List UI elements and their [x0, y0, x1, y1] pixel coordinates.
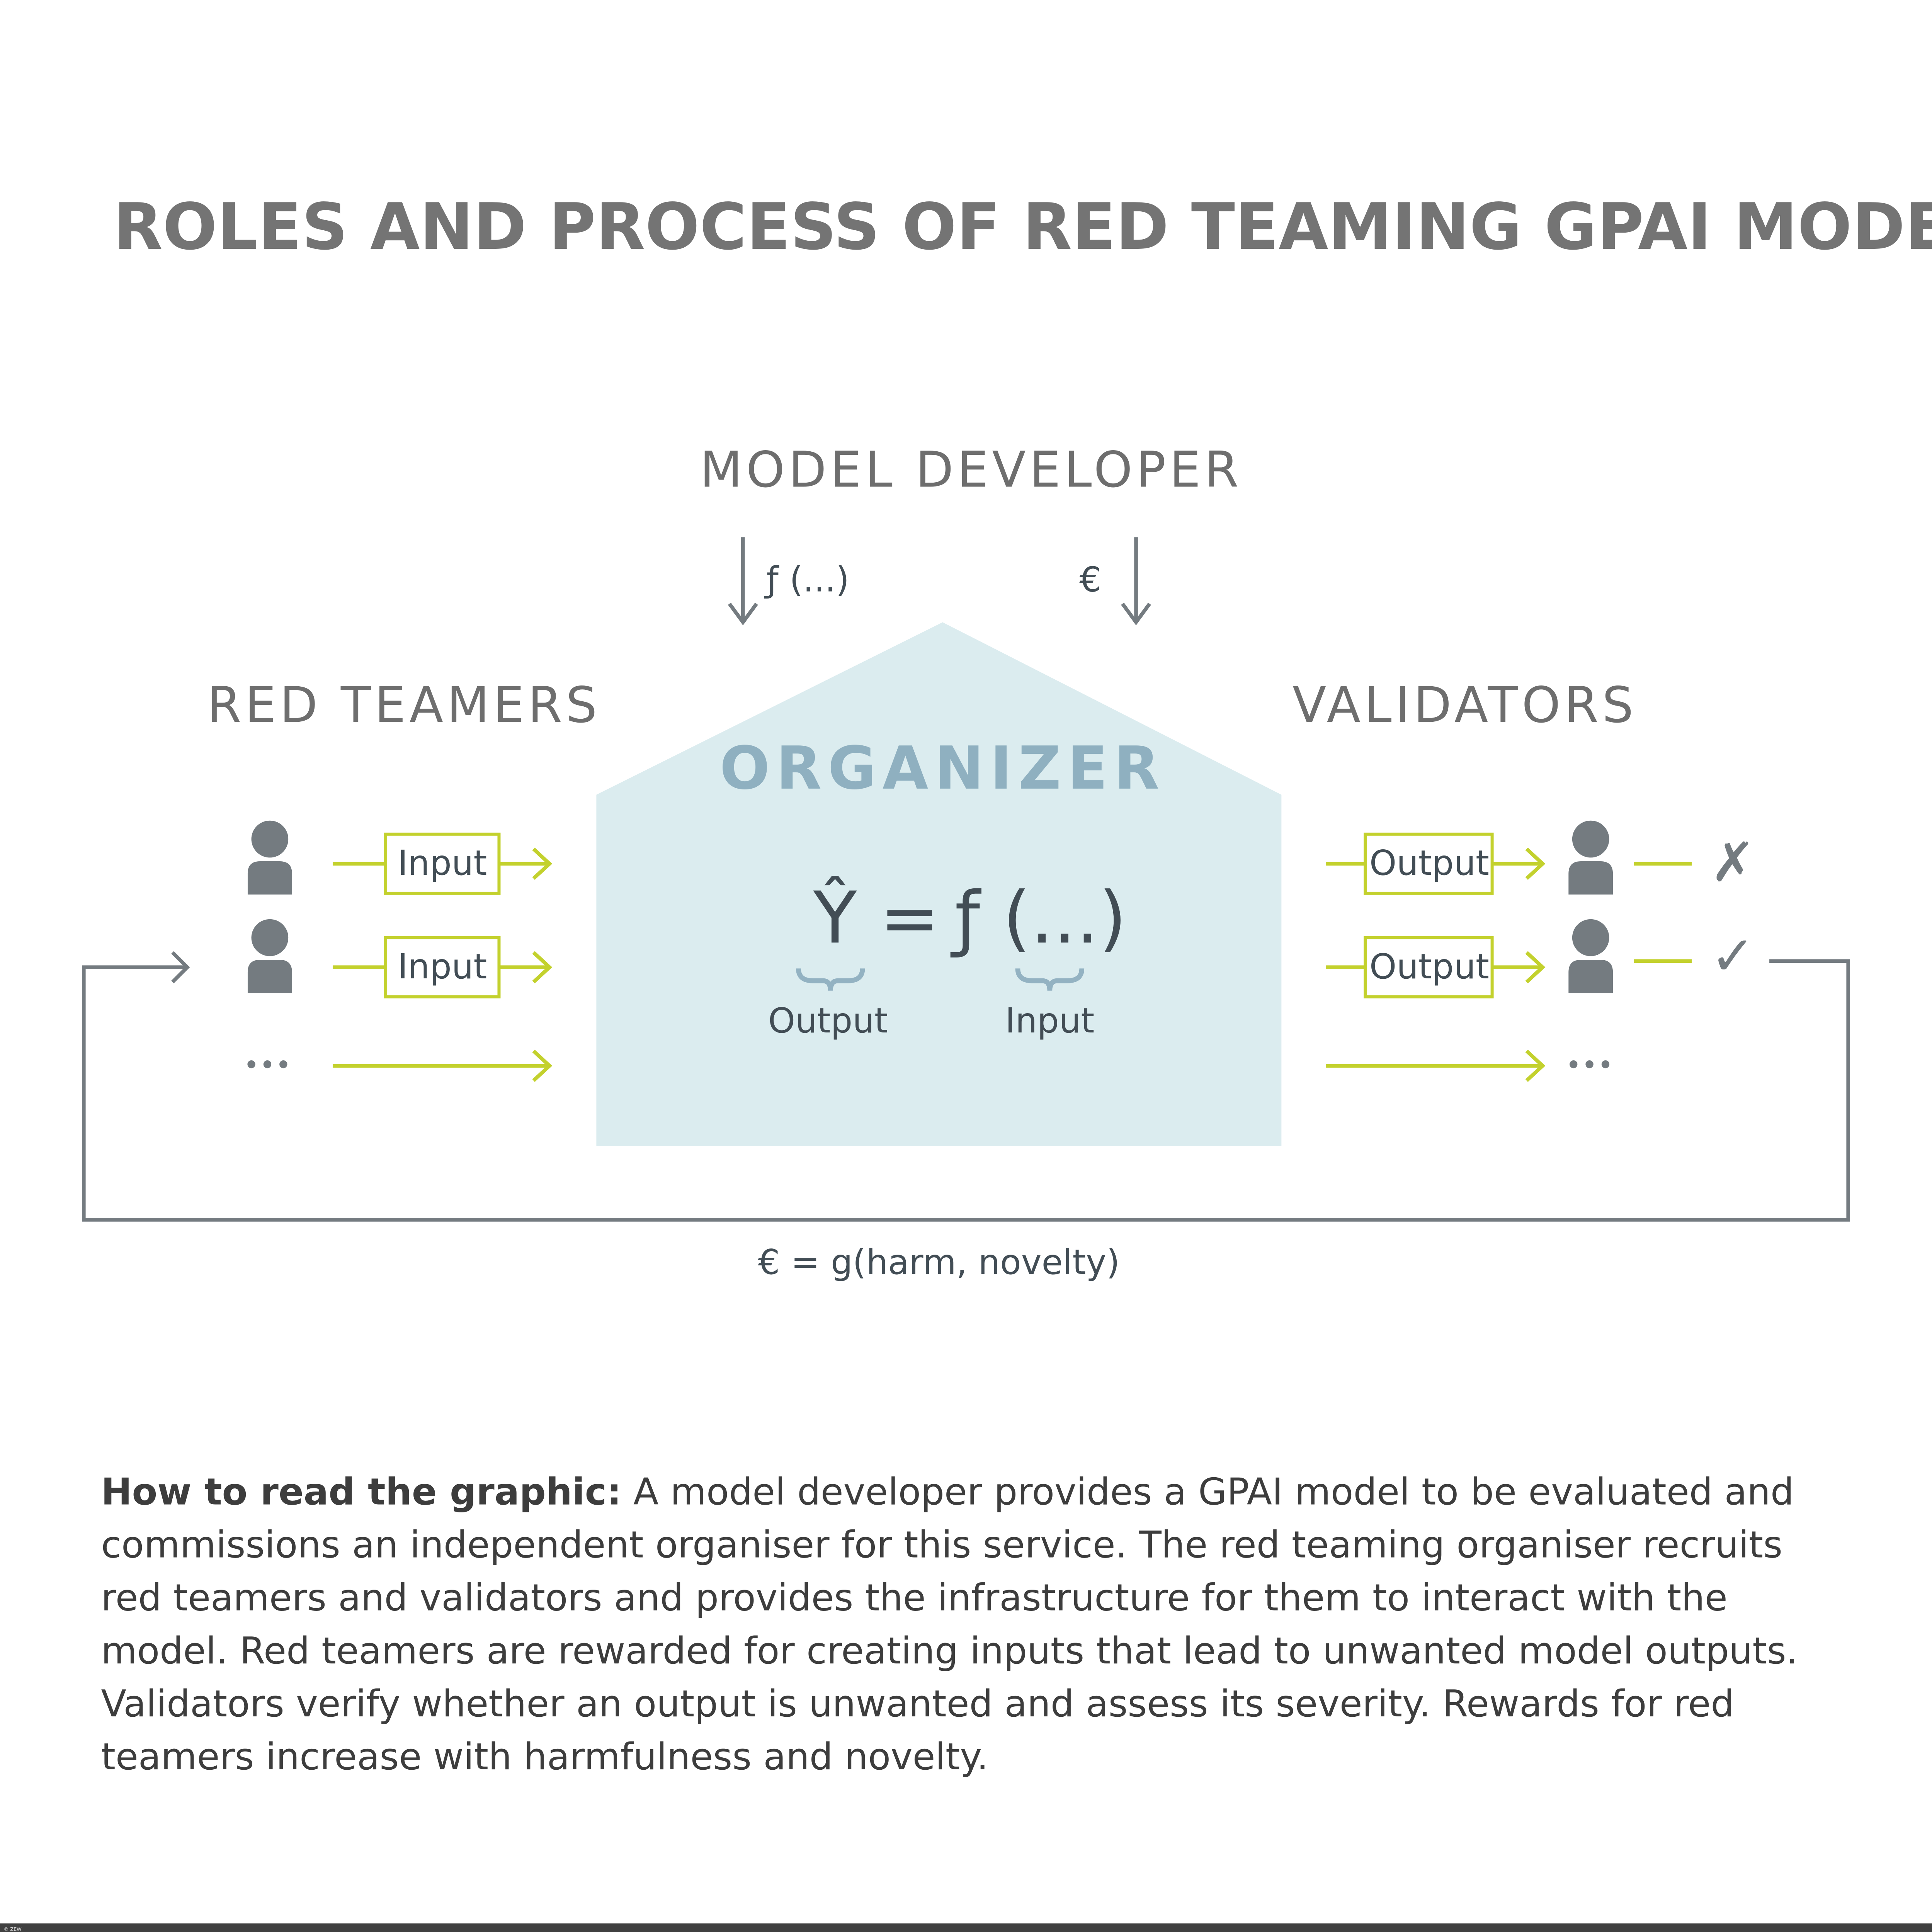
explanation-line: commissions an independent organiser for…	[101, 1523, 1782, 1566]
euro-label: €	[1079, 560, 1101, 600]
organizer-label: ORGANIZER	[719, 734, 1165, 803]
developer-function-label: ƒ (...)	[764, 560, 849, 600]
red-teamer-person-icon	[247, 919, 292, 993]
formula-lhs: Ŷ	[813, 876, 857, 959]
output-arrow-more	[1326, 1049, 1546, 1082]
input-arrow	[332, 832, 553, 895]
red-teamers-label: RED TEAMERS	[207, 677, 601, 734]
output-arrow	[1326, 936, 1546, 998]
formula-input-label: Input	[1005, 1001, 1094, 1041]
validator-person-icon	[1568, 919, 1613, 993]
explanation-text: A model developer provides a GPAI model …	[622, 1470, 1794, 1513]
reward-feedback-loop	[82, 959, 1850, 1222]
developer-function-arrow	[728, 537, 758, 626]
input-box-label: Input	[398, 947, 487, 987]
developer-payment-arrow	[1121, 537, 1151, 626]
output-box-label: Output	[1369, 843, 1489, 883]
red-teamers-ellipsis: •••	[243, 1049, 291, 1081]
output-brace-icon	[796, 968, 865, 991]
organizer-house	[596, 622, 1282, 1146]
feedback-arrowhead-icon	[171, 951, 190, 983]
reject-mark-icon: ✗	[1710, 831, 1756, 894]
explanation-line: teamers increase with harmfulness and no…	[101, 1735, 988, 1778]
explanation-line: How to read the graphic: A model develop…	[101, 1470, 1794, 1513]
input-arrow-more	[332, 1049, 553, 1082]
footer-bar	[0, 1923, 1932, 1932]
explanation-line: red teamers and validators and provides …	[101, 1576, 1727, 1619]
copyright: © ZEW	[4, 1927, 22, 1932]
explanation-heading: How to read the graphic:	[101, 1470, 621, 1513]
approve-mark-icon: ✓	[1710, 925, 1756, 988]
formula-rhs: ƒ (...)	[950, 876, 1127, 959]
formula-output-label: Output	[768, 1001, 888, 1041]
validators-ellipsis: •••	[1565, 1049, 1613, 1081]
explanation-line: model. Red teamers are rewarded for crea…	[101, 1629, 1798, 1672]
input-brace-icon	[1015, 968, 1085, 991]
formula-eq: =	[880, 876, 940, 959]
explanation-line: Validators verify whether an output is u…	[101, 1682, 1734, 1725]
input-box-label: Input	[398, 843, 487, 883]
output-box-label: Output	[1369, 947, 1489, 987]
output-arrow	[1326, 832, 1546, 895]
red-teamer-person-icon	[247, 820, 292, 895]
validators-label: VALIDATORS	[1293, 677, 1637, 734]
input-arrow	[332, 936, 553, 998]
validator-person-icon	[1568, 820, 1613, 895]
model-developer-label: MODEL DEVELOPER	[700, 442, 1242, 499]
reward-formula: € = g(harm, novelty)	[758, 1242, 1120, 1282]
page-title: ROLES AND PROCESS OF RED TEAMING GPAI MO…	[113, 190, 1932, 264]
